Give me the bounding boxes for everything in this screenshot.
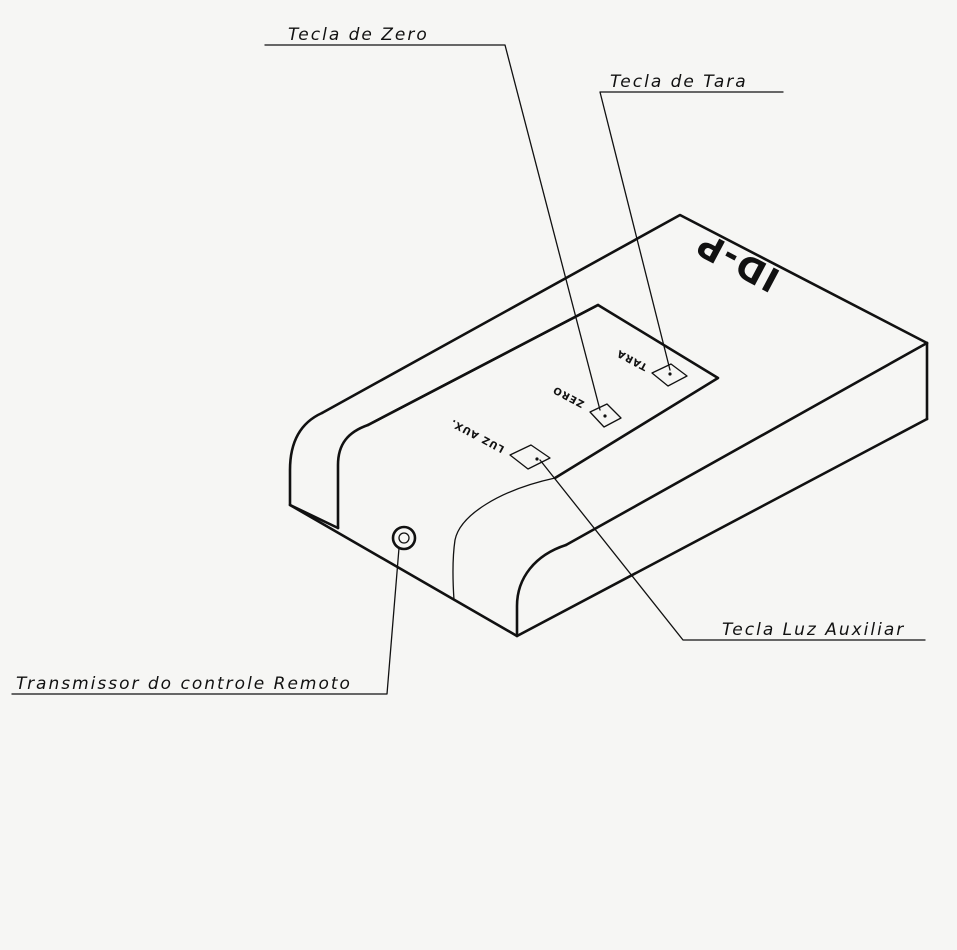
tare-leader bbox=[599, 91, 784, 371]
zero-key[interactable] bbox=[589, 403, 622, 428]
front-right-edge bbox=[564, 341, 929, 547]
aux-light-key-callout: Tecla Luz Auxiliar bbox=[722, 620, 905, 640]
leader-lines bbox=[11, 44, 926, 695]
keypad-recess bbox=[366, 303, 720, 480]
remote-transmitter-callout: Transmissor do controle Remoto bbox=[16, 674, 352, 694]
tare-key-callout: Tecla de Tara bbox=[610, 72, 748, 92]
remote-transmitter-port bbox=[391, 525, 417, 551]
device-brand-label: ID-P bbox=[689, 222, 786, 299]
zero-key-label: ZERO bbox=[551, 383, 586, 409]
tara-key-label: TARA bbox=[615, 347, 650, 372]
top-back-edge bbox=[320, 213, 929, 415]
aux-light-leader bbox=[539, 459, 926, 641]
front-face-curve bbox=[452, 477, 556, 601]
zero-leader bbox=[264, 44, 601, 411]
luz-aux-key-label: LUZ AUX. bbox=[448, 416, 506, 454]
remote-leader bbox=[11, 547, 400, 695]
left-rounded-cap bbox=[288, 411, 340, 530]
inner-left-curve bbox=[336, 423, 370, 530]
tare-key[interactable] bbox=[651, 363, 688, 387]
zero-key-callout: Tecla de Zero bbox=[288, 25, 429, 45]
front-bottom-edge bbox=[288, 417, 929, 638]
aux-light-key[interactable] bbox=[509, 444, 551, 470]
device-body bbox=[288, 213, 929, 638]
right-rounded-cap bbox=[515, 543, 568, 638]
